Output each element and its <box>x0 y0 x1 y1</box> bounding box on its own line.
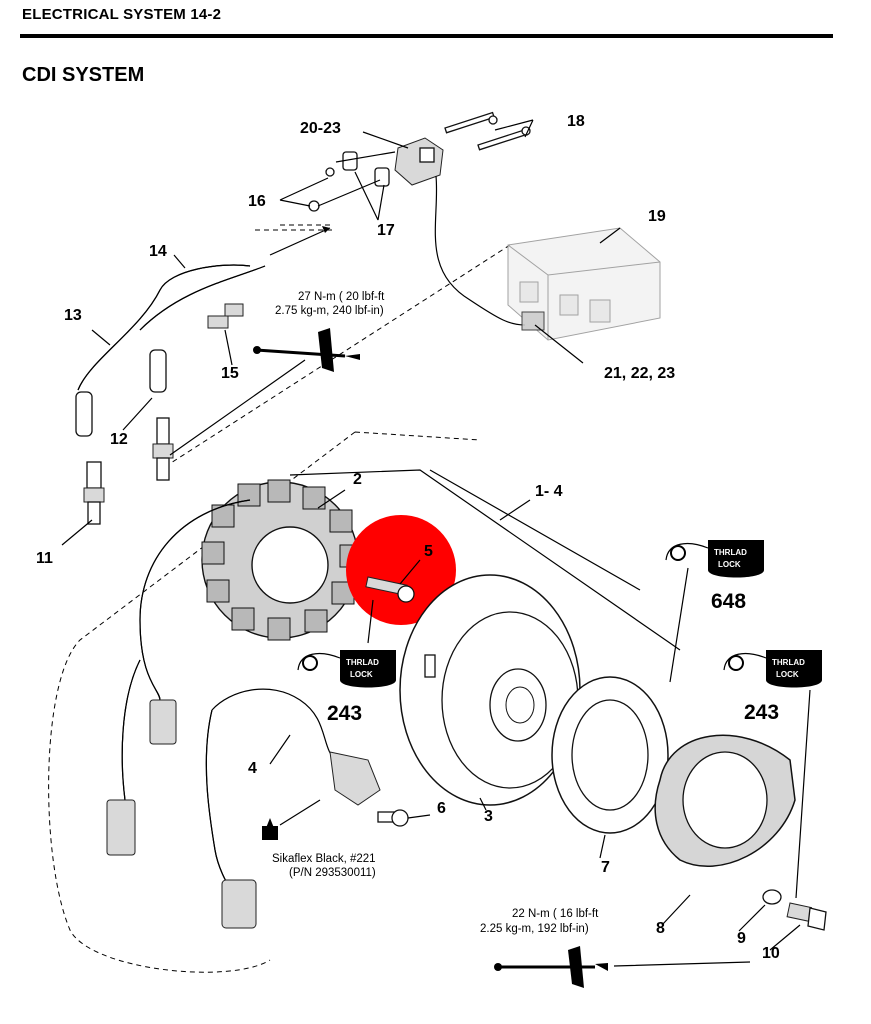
callout-21-22-23: 21, 22, 23 <box>604 365 675 382</box>
page-title: CDI SYSTEM <box>22 64 145 86</box>
threadlock-code-left: 243 <box>327 702 362 725</box>
torque-top-line2: 2.75 kg-m, 240 lbf-in) <box>275 305 384 317</box>
threadlock-label-tr-1: THRLAD <box>714 548 747 557</box>
callout-7: 7 <box>601 859 610 876</box>
callout-3: 3 <box>484 808 493 825</box>
torque-bottom-line1: 22 N-m ( 16 lbf-ft <box>512 908 599 920</box>
ring-7 <box>551 676 669 834</box>
header-rule <box>20 34 833 38</box>
stator-2 <box>201 479 363 641</box>
threadlock-code-top-right: 648 <box>711 590 746 613</box>
threadlock-label-left-1: THRLAD <box>346 658 379 667</box>
callout-20-23: 20-23 <box>300 120 341 137</box>
threadlock-code-right: 243 <box>744 701 779 724</box>
threadlock-label-left-2: LOCK <box>350 670 373 679</box>
sprag-clutch-8 <box>654 734 796 867</box>
callout-17: 17 <box>377 222 395 239</box>
torque-top-line1: 27 N-m ( 20 lbf-ft <box>298 291 385 303</box>
section-header: ELECTRICAL SYSTEM 14-2 <box>22 6 222 23</box>
torque-bottom-line2: 2.25 kg-m, 192 lbf-in) <box>480 923 589 935</box>
spark-plugs <box>83 417 174 525</box>
callout-8: 8 <box>656 920 665 937</box>
torque-wrench-bottom <box>494 946 608 988</box>
leader-lines <box>61 119 811 967</box>
guide-lines <box>289 469 681 651</box>
stator-harness <box>106 499 251 856</box>
callout-6: 6 <box>437 800 446 817</box>
trigger-coil-4 <box>205 688 381 929</box>
bolts-18 <box>444 111 531 151</box>
callout-12: 12 <box>110 431 128 448</box>
callout-15: 15 <box>221 365 239 382</box>
ignition-wires-14 <box>77 226 331 391</box>
sealant-line2: (P/N 293530011) <box>289 867 376 879</box>
bolt-10 <box>786 902 827 931</box>
dashed-harness <box>255 224 335 231</box>
callout-18: 18 <box>567 113 585 130</box>
callout-5: 5 <box>424 543 433 560</box>
sealant-tube <box>262 818 278 840</box>
spark-plug-caps-12 <box>75 349 167 437</box>
bolt-6 <box>377 809 409 827</box>
threadlock-label-tr-2: LOCK <box>718 560 741 569</box>
sealant-line1: Sikaflex Black, #221 <box>272 853 376 865</box>
screw-5 <box>365 576 415 603</box>
threadlock-label-r-2: LOCK <box>776 670 799 679</box>
washer-9 <box>762 889 782 905</box>
threadlock-bottle-right: THRLAD LOCK <box>723 650 822 688</box>
connector-20-23 <box>394 137 526 326</box>
cdi-module-19 <box>507 227 661 341</box>
connector-15 <box>207 303 244 329</box>
dashed-outline <box>48 244 511 973</box>
torque-wrench-top <box>253 328 360 372</box>
highlight-circle <box>346 515 456 625</box>
flywheel-3 <box>399 574 581 806</box>
callout-10: 10 <box>762 945 780 962</box>
threadlock-bottle-top-right: THRLAD LOCK <box>665 540 764 578</box>
callout-2: 2 <box>353 471 362 488</box>
callout-16: 16 <box>248 193 266 210</box>
callout-1-4: 1- 4 <box>535 483 563 500</box>
callout-19: 19 <box>648 208 666 225</box>
callout-11: 11 <box>36 550 53 567</box>
callout-13: 13 <box>64 307 82 324</box>
threadlock-bottle-left: THRLAD LOCK <box>297 650 396 688</box>
callout-14: 14 <box>149 243 167 260</box>
callout-9: 9 <box>737 930 746 947</box>
callout-4: 4 <box>248 760 257 777</box>
fasteners-16-17 <box>308 151 396 212</box>
threadlock-label-r-1: THRLAD <box>772 658 805 667</box>
